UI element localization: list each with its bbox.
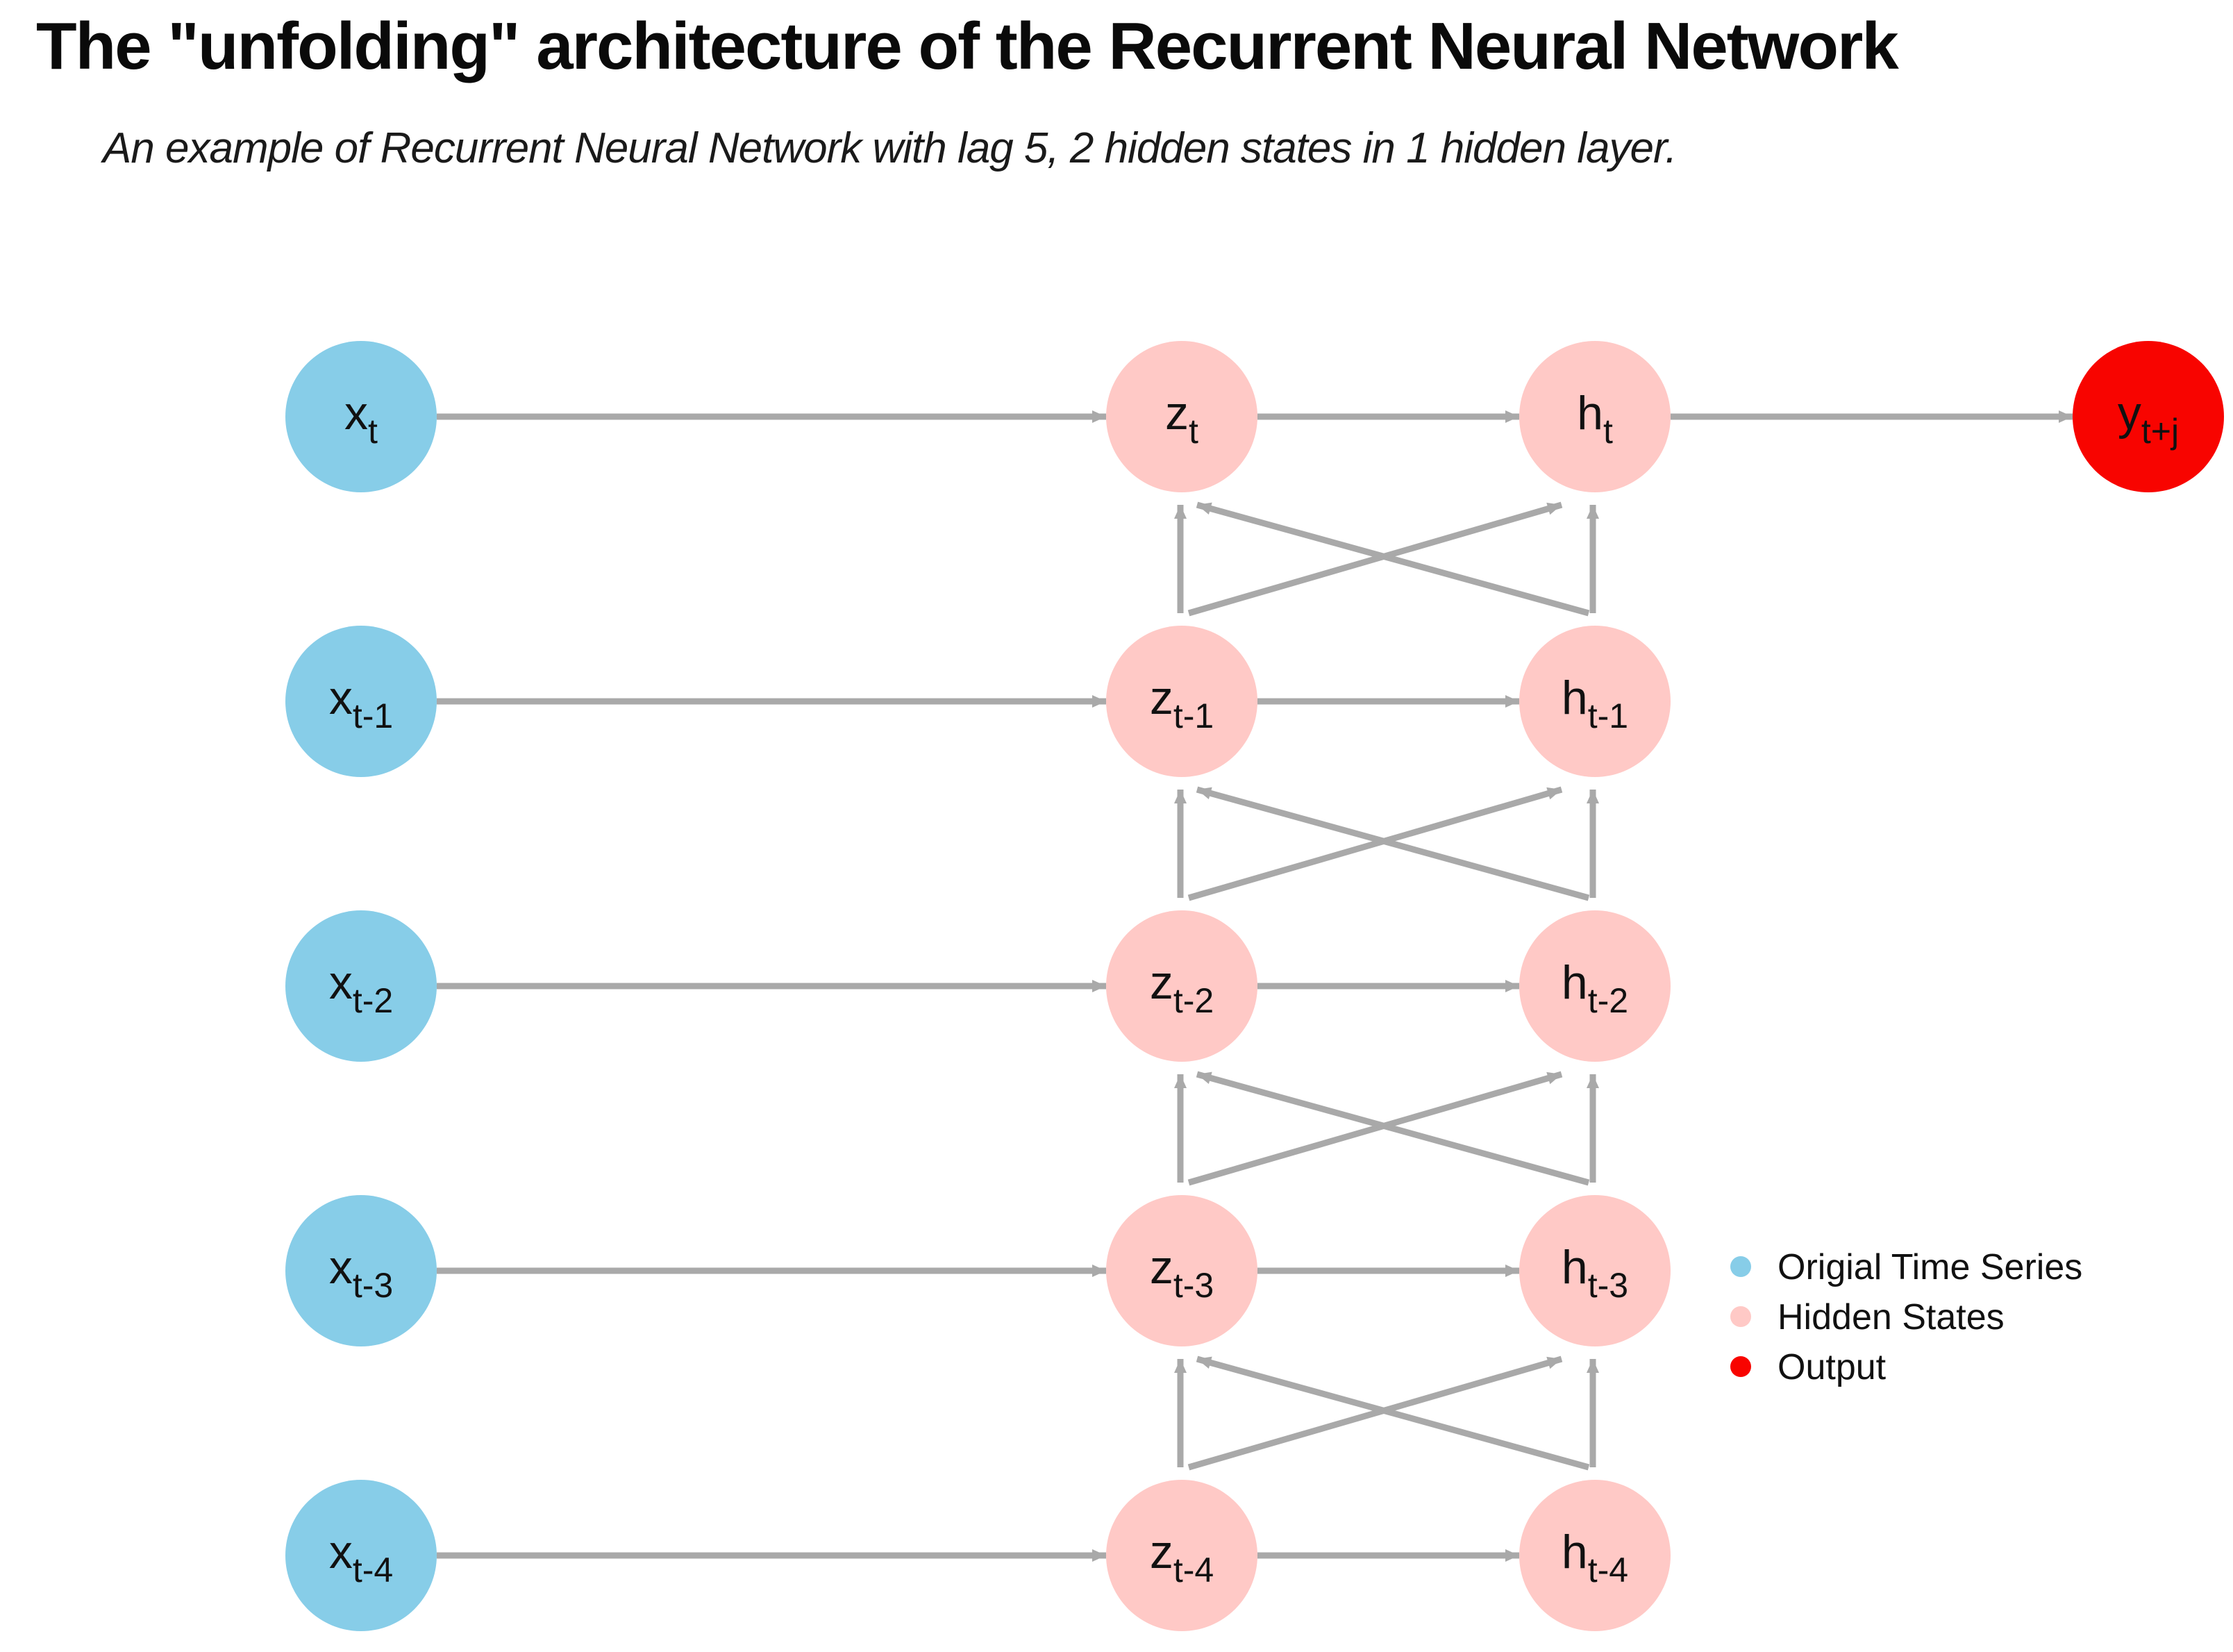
page-title: The "unfolding" architecture of the Recu… bbox=[36, 9, 1899, 83]
node-x-t-3-circle bbox=[285, 1195, 437, 1346]
cross-arrows-rows-1-2 bbox=[1174, 501, 1599, 617]
node-z-t-3-circle bbox=[1106, 1195, 1257, 1346]
node-h-t-1-label: ht-1 bbox=[1562, 671, 1628, 735]
arrow-z-t-1-up-to-h-t bbox=[1187, 501, 1563, 617]
node-y-output: yt+j bbox=[2073, 341, 2224, 492]
node-z-t-1-circle bbox=[1106, 626, 1257, 777]
node-x-t-4: xt-4 bbox=[285, 1480, 437, 1631]
arrow-h-t-4-up-to-z-t-3 bbox=[1196, 1355, 1590, 1471]
node-h-t-1: ht-1 bbox=[1519, 626, 1671, 777]
node-h-t-4-label: ht-4 bbox=[1562, 1526, 1628, 1590]
arrow-z-t-2-up-to-h-t-1 bbox=[1187, 786, 1563, 901]
node-h-t: ht bbox=[1519, 341, 1671, 492]
node-z-t-1-label: zt-1 bbox=[1150, 671, 1214, 735]
node-h-t-3-circle bbox=[1519, 1195, 1671, 1346]
node-x-t-circle bbox=[285, 341, 437, 492]
node-h-t-4: ht-4 bbox=[1519, 1480, 1671, 1631]
legend-label-hidden-states: Hidden States bbox=[1778, 1297, 2005, 1337]
node-h-t-4-circle bbox=[1519, 1480, 1671, 1631]
node-x-t-1-circle bbox=[285, 626, 437, 777]
node-z-t-4-circle bbox=[1106, 1480, 1257, 1631]
input-to-z-arrows bbox=[437, 410, 1106, 1562]
node-x-t-1: xt-1 bbox=[285, 626, 437, 777]
node-h-t-1-circle bbox=[1519, 626, 1671, 777]
legend-label-original-time-series: Origial Time Series bbox=[1778, 1247, 2082, 1287]
node-h-t-2-label: ht-2 bbox=[1562, 956, 1628, 1020]
node-h-t-2-circle bbox=[1519, 910, 1671, 1062]
node-x-t-4-circle bbox=[285, 1480, 437, 1631]
cross-arrows-rows-3-4 bbox=[1174, 1071, 1599, 1186]
node-x-t-2-label: xt-2 bbox=[329, 956, 393, 1020]
node-x-t-3: xt-3 bbox=[285, 1195, 437, 1346]
node-h-t-2: ht-2 bbox=[1519, 910, 1671, 1062]
node-z-t-4-label: zt-4 bbox=[1150, 1526, 1214, 1590]
node-x-t: xt bbox=[285, 341, 437, 492]
node-x-t-label: xt bbox=[344, 387, 378, 451]
node-z-t-circle bbox=[1106, 341, 1257, 492]
node-z-t-4: zt-4 bbox=[1106, 1480, 1257, 1631]
node-h-t-3-label: ht-3 bbox=[1562, 1241, 1628, 1305]
page-subtitle: An example of Recurrent Neural Network w… bbox=[103, 124, 1678, 172]
legend-swatch-output bbox=[1730, 1356, 1751, 1377]
legend-swatch-original-time-series bbox=[1730, 1256, 1751, 1277]
legend: Origial Time Series Hidden States Output bbox=[1730, 1247, 2082, 1387]
z-to-h-arrows bbox=[1257, 410, 1519, 1562]
cross-arrows-rows-2-3 bbox=[1174, 786, 1599, 901]
arrow-z-t-3-up-to-h-t-2 bbox=[1187, 1071, 1563, 1186]
arrow-z-t-4-up-to-h-t-3 bbox=[1187, 1355, 1563, 1471]
node-z-t-2-label: zt-2 bbox=[1150, 956, 1214, 1020]
node-y-output-label: yt+j bbox=[2118, 387, 2179, 451]
node-x-t-2-circle bbox=[285, 910, 437, 1062]
arrow-h-t-2-up-to-z-t-1 bbox=[1196, 786, 1590, 901]
node-x-t-4-label: xt-4 bbox=[329, 1526, 393, 1590]
cross-arrows-rows-4-5 bbox=[1174, 1355, 1599, 1471]
node-z-t-2-circle bbox=[1106, 910, 1257, 1062]
node-h-t-3: ht-3 bbox=[1519, 1195, 1671, 1346]
node-z-t-1: zt-1 bbox=[1106, 626, 1257, 777]
node-y-output-circle bbox=[2073, 341, 2224, 492]
node-x-t-2: xt-2 bbox=[285, 910, 437, 1062]
legend-swatch-hidden-states bbox=[1730, 1306, 1751, 1327]
node-h-t-circle bbox=[1519, 341, 1671, 492]
node-z-t-3: zt-3 bbox=[1106, 1195, 1257, 1346]
node-z-t-label: zt bbox=[1165, 387, 1198, 451]
arrow-h-t-1-up-to-z-t bbox=[1196, 501, 1590, 617]
node-x-t-3-label: xt-3 bbox=[329, 1241, 393, 1305]
node-x-t-1-label: xt-1 bbox=[329, 671, 393, 735]
legend-label-output: Output bbox=[1778, 1347, 1887, 1387]
node-z-t: zt bbox=[1106, 341, 1257, 492]
arrow-h-t-3-up-to-z-t-2 bbox=[1196, 1071, 1590, 1186]
node-h-t-label: ht bbox=[1577, 387, 1613, 451]
node-z-t-2: zt-2 bbox=[1106, 910, 1257, 1062]
node-z-t-3-label: zt-3 bbox=[1150, 1241, 1214, 1305]
